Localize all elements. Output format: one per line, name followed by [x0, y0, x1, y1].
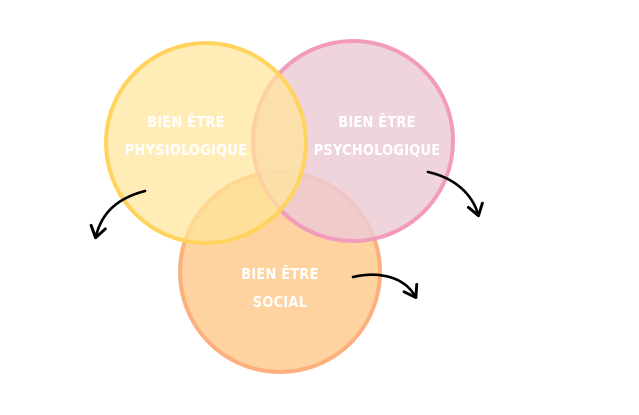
arrow-right-bottom	[351, 273, 419, 300]
label-physiologique: BIEN ÊTRE PHYSIOLOGIQUE	[113, 108, 259, 164]
label-social-line1: BIEN ÊTRE	[241, 265, 319, 283]
label-psychologique: BIEN ÊTRE PSYCHOLOGIQUE	[304, 108, 450, 164]
label-physiologique-line2: PHYSIOLOGIQUE	[124, 141, 248, 159]
arrow-left	[89, 189, 147, 240]
label-physiologique-line1: BIEN ÊTRE	[147, 113, 225, 131]
arrow-right-top	[426, 170, 484, 218]
label-psychologique-line1: BIEN ÊTRE	[338, 113, 416, 131]
label-psychologique-line2: PSYCHOLOGIQUE	[313, 141, 441, 159]
label-social: BIEN ÊTRE SOCIAL	[207, 260, 353, 316]
label-social-line2: SOCIAL	[252, 293, 308, 311]
circle-physiologique	[104, 41, 308, 245]
